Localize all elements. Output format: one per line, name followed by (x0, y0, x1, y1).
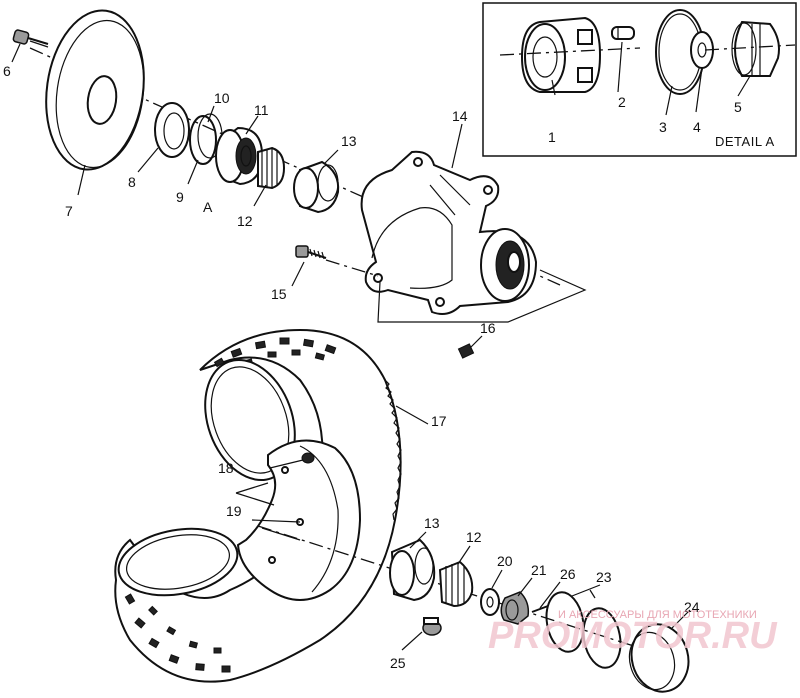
callout-25: 25 (390, 655, 406, 671)
callout-6: 6 (3, 63, 11, 79)
callout-15: 15 (271, 286, 287, 302)
callout-18: 18 (218, 460, 234, 476)
callout-10: 10 (214, 90, 230, 106)
detail-a-hub-drive (499, 16, 641, 93)
callout-24: 24 (684, 599, 700, 615)
castle-nut-part-21 (500, 591, 530, 625)
cotter-pin-part-26 (531, 605, 549, 613)
hub-axis-line (29, 47, 561, 286)
callout-20: 20 (497, 553, 513, 569)
bearing-part-12 (257, 146, 286, 190)
wheel-hub-part-14 (360, 150, 538, 315)
lug-nut-leader (377, 269, 587, 323)
callout-26: 26 (560, 566, 576, 582)
o-ring-part-23 (545, 589, 622, 669)
callout-21: 21 (531, 562, 547, 578)
callout-17: 17 (431, 413, 447, 429)
callout-19: 19 (226, 503, 242, 519)
callout-11: 11 (254, 102, 269, 118)
bearing-part-12-lower (438, 560, 474, 608)
bearing-race-part-13-lower (389, 538, 436, 602)
callout-9: 9 (176, 189, 184, 205)
callout-23: 23 (596, 569, 612, 585)
wheel-rim (236, 439, 362, 601)
callout-16: 16 (480, 320, 496, 336)
detail-a-pin (611, 26, 635, 40)
watermark-brand: PROMOTOR.RU (488, 615, 778, 657)
rim-leader-lines (235, 482, 301, 541)
callout-14: 14 (452, 108, 468, 124)
callout-7: 7 (65, 203, 73, 219)
detail-a-castle-nut (704, 20, 796, 77)
callout-a: A (203, 199, 213, 215)
washer-part-20 (480, 588, 500, 616)
callout-5: 5 (734, 99, 742, 115)
hub-cap-part-24 (628, 623, 690, 693)
watermark-tagline: И АКСЕССУАРЫ ДЛЯ МОТОТЕХНИКИ (558, 609, 757, 621)
brake-disc-part-7 (45, 9, 145, 171)
callout-12-lower: 12 (466, 529, 482, 545)
fitting-part-25 (422, 617, 442, 636)
stud-part-15 (295, 245, 379, 277)
drive-hub-part-11 (215, 126, 264, 186)
callout-13-upper: 13 (341, 133, 357, 149)
bearing-race-part-13 (293, 160, 340, 214)
snap-ring-part-9 (189, 115, 217, 165)
callout-leaders (11, 41, 751, 651)
valve-stem-part-18 (269, 452, 315, 469)
callout-13-lower: 13 (424, 515, 440, 531)
callout-4: 4 (693, 119, 701, 135)
callout-1: 1 (548, 129, 556, 145)
seal-part-8 (154, 102, 190, 158)
bolt-part-6 (12, 29, 49, 48)
detail-a-label: DETAIL A (715, 134, 775, 149)
callout-8: 8 (128, 174, 136, 190)
callout-12-upper: 12 (237, 213, 253, 229)
callout-3: 3 (659, 119, 667, 135)
detail-a-box (482, 2, 797, 157)
callout-2: 2 (618, 94, 626, 110)
